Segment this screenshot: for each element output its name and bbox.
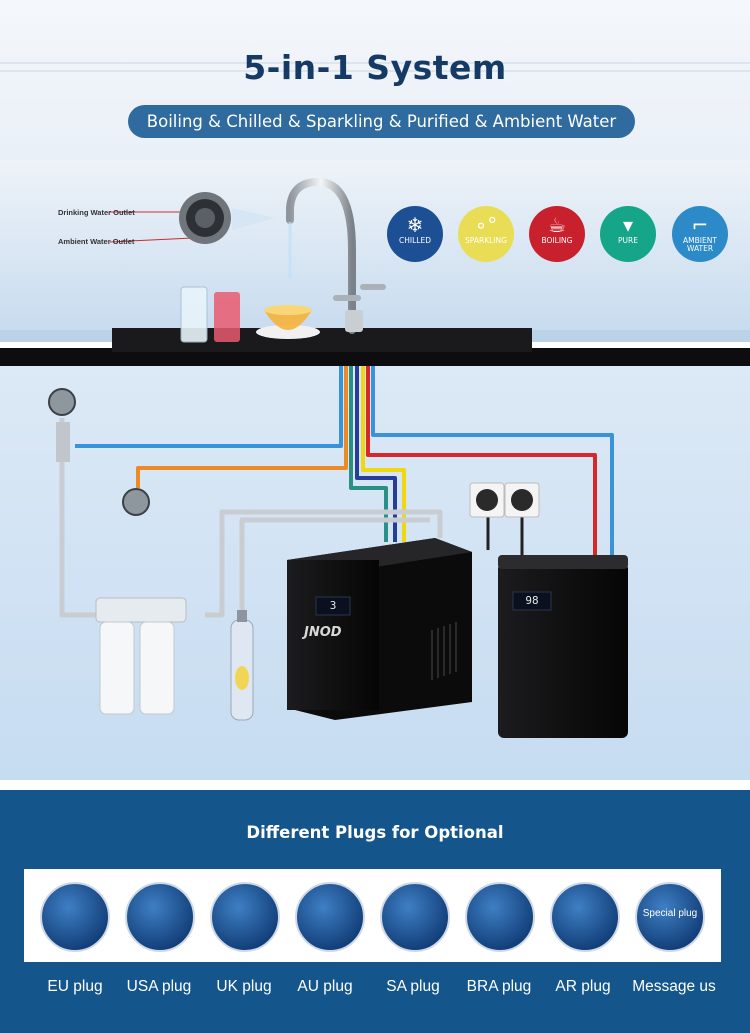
ambient-outlet-label: Ambient Water Outlet — [58, 237, 135, 246]
chiller-unit — [287, 538, 472, 720]
faucet — [286, 177, 386, 334]
page-title: 5-in-1 System — [243, 48, 507, 87]
boiler-display: 98 — [525, 594, 539, 607]
plug-label-sa: SA plug — [386, 978, 440, 995]
bra-plug-icon — [465, 882, 535, 952]
installation-diagram: Drinking Water Outlet Ambient Water Outl… — [0, 160, 750, 780]
sparkling-badge: ∘° SPARKLING — [458, 206, 514, 262]
eu-plug-icon — [40, 882, 110, 952]
message-us-link[interactable]: Message us — [632, 978, 716, 995]
chilled-badge: ❄ CHILLED — [387, 206, 443, 262]
header-banner: 5-in-1 System Boiling & Chilled & Sparkl… — [0, 0, 750, 160]
chiller-brand: JNOD — [304, 625, 342, 640]
tap-icon: ⌐ — [691, 213, 709, 237]
boiling-badge: ☕ BOILING — [529, 206, 585, 262]
usa-plug-icon — [125, 882, 195, 952]
socket-icon — [469, 482, 540, 518]
chiller-display: 3 — [329, 599, 337, 612]
plugs-section: Different Plugs for Optional Special plu… — [0, 790, 750, 1033]
special-plug-icon: Special plug — [635, 882, 705, 952]
water-glass-icon: ▾ — [622, 213, 634, 237]
ambient-badge: ⌐ AMBIENT WATER — [672, 206, 728, 262]
header-stripe — [0, 70, 750, 72]
bubbles-icon: ∘° — [474, 213, 498, 237]
plugs-heading: Different Plugs for Optional — [246, 823, 504, 842]
plug-label-ar: AR plug — [555, 978, 611, 995]
plug-label-uk: UK plug — [216, 978, 272, 995]
glasses-and-cup — [180, 286, 320, 343]
plugs-strip: Special plug — [24, 869, 721, 962]
plug-label-bra: BRA plug — [466, 978, 532, 995]
co2-cylinder — [230, 610, 254, 721]
subtitle-pill: Boiling & Chilled & Sparkling & Purified… — [128, 105, 635, 138]
installation-illustration — [0, 160, 750, 780]
plug-label-au: AU plug — [297, 978, 353, 995]
drinking-outlet-label: Drinking Water Outlet — [58, 208, 135, 217]
aerator-zoom — [109, 192, 275, 244]
uk-plug-icon — [210, 882, 280, 952]
au-plug-icon — [295, 882, 365, 952]
snowflake-icon: ❄ — [406, 213, 424, 237]
plug-label-eu: EU plug — [47, 978, 103, 995]
plug-label-usa: USA plug — [126, 978, 192, 995]
angle-valve-icon — [48, 388, 150, 516]
ar-plug-icon — [550, 882, 620, 952]
sa-plug-icon — [380, 882, 450, 952]
filter-unit — [95, 597, 187, 715]
special-plug-badge-text: Special plug — [642, 908, 698, 919]
boiler-unit — [498, 555, 628, 738]
header-stripe — [0, 62, 750, 64]
pure-badge: ▾ PURE — [600, 206, 656, 262]
cup-icon: ☕ — [548, 213, 566, 237]
